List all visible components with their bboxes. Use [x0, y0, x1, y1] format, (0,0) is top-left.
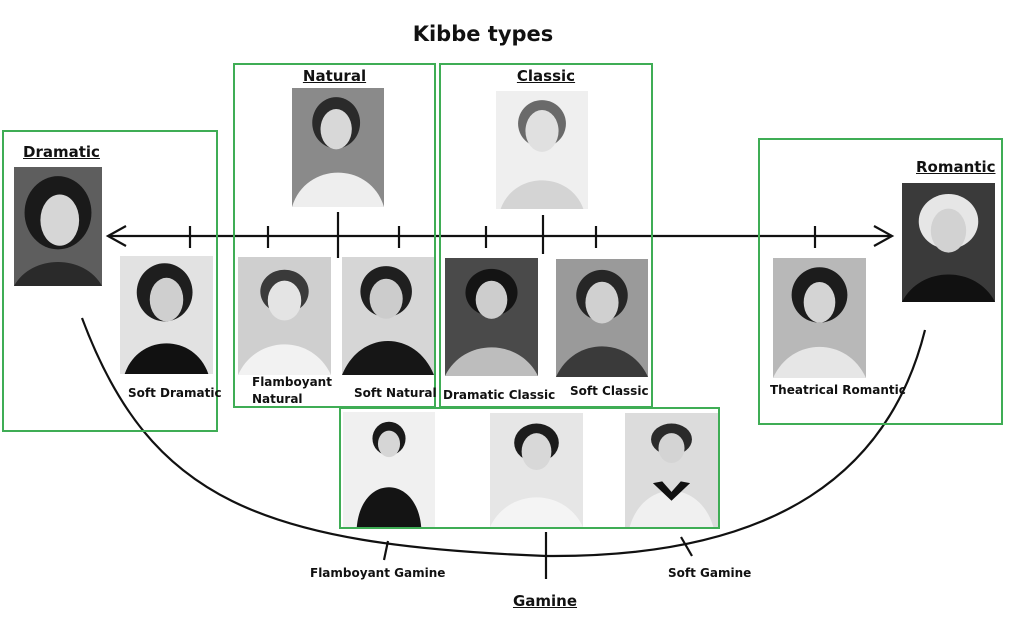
page-title: Kibbe types — [412, 22, 554, 46]
photo-dramatic-classic — [445, 258, 538, 376]
photo-classic — [496, 91, 588, 209]
romantic-box — [758, 138, 1003, 425]
arrowhead-left-icon — [105, 225, 127, 247]
group-title-classic: Classic — [516, 67, 576, 85]
photo-soft-natural — [342, 257, 434, 375]
tick-flamboyant-gamine — [382, 540, 390, 561]
photo-soft-gamine — [625, 413, 718, 527]
label-soft-classic: Soft Classic — [570, 384, 649, 398]
photo-flamboyant-natural — [238, 257, 331, 375]
label-theatrical-romantic: Theatrical Romantic — [770, 383, 906, 397]
tick-soft-gamine — [680, 536, 693, 557]
photo-theatrical-romantic — [773, 258, 866, 378]
natural-box — [233, 63, 436, 408]
label-dramatic-classic: Dramatic Classic — [443, 388, 556, 402]
group-title-natural: Natural — [302, 67, 367, 85]
gamine-box — [339, 407, 720, 529]
group-title-dramatic: Dramatic — [23, 143, 100, 161]
photo-dramatic — [14, 167, 102, 286]
label-flamboyant-natural-line1: Flamboyant — [252, 375, 332, 389]
group-title-gamine: Gamine — [512, 592, 578, 610]
label-soft-natural: Soft Natural — [354, 386, 437, 400]
label-flamboyant-natural-line2: Natural — [252, 392, 303, 406]
photo-soft-dramatic — [120, 256, 213, 374]
photo-gamine — [490, 413, 583, 527]
group-title-romantic: Romantic — [916, 158, 996, 176]
photo-flamboyant-gamine — [343, 412, 435, 527]
label-soft-gamine: Soft Gamine — [668, 566, 752, 580]
dramatic-box — [2, 130, 218, 432]
arrowhead-right-icon — [873, 225, 895, 247]
photo-soft-classic — [556, 259, 648, 377]
label-soft-dramatic: Soft Dramatic — [128, 386, 222, 400]
label-flamboyant-gamine: Flamboyant Gamine — [310, 566, 446, 580]
photo-romantic — [902, 183, 995, 302]
photo-natural — [292, 88, 384, 207]
